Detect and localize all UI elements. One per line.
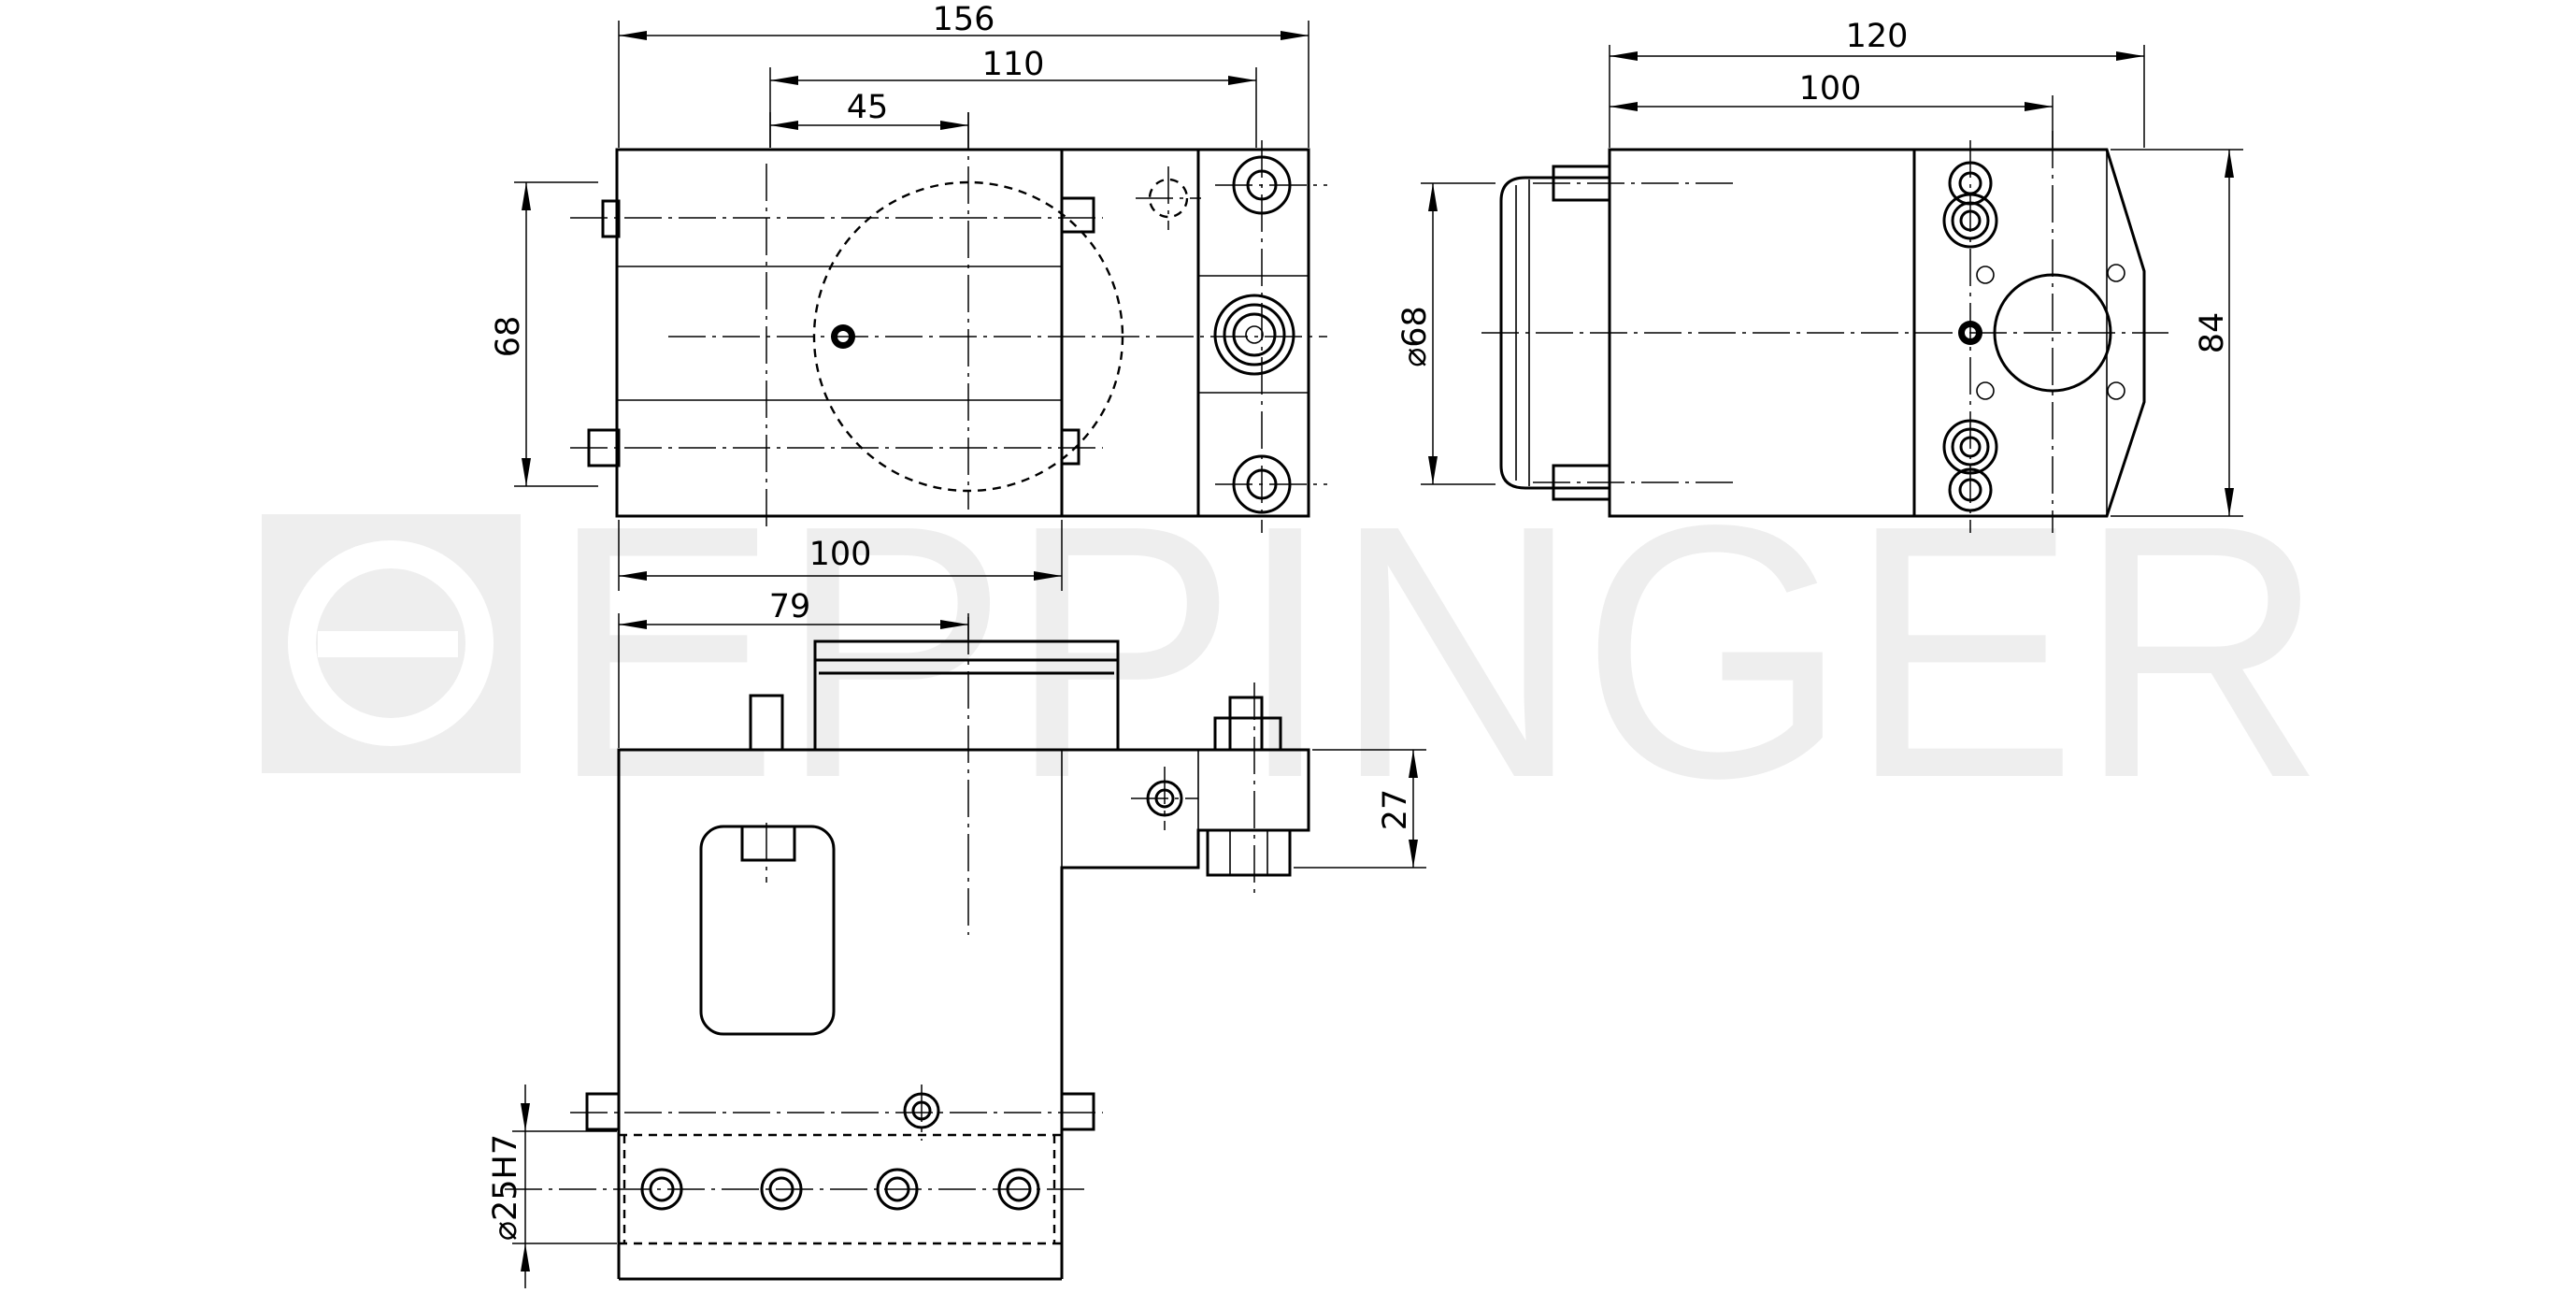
dim-84-label: 84 — [2194, 312, 2231, 354]
dim-45-label: 45 — [847, 89, 889, 126]
watermark-logo-ring — [288, 540, 494, 746]
spindle-head — [813, 639, 1120, 752]
front-pin-lower-right — [1060, 1092, 1095, 1131]
dim-79: 79 — [618, 588, 969, 748]
side-small-hole-1 — [1976, 266, 1995, 284]
dim-110: 110 — [769, 46, 1257, 148]
dim-156: 156 — [618, 1, 1309, 148]
pin-left-top — [601, 199, 621, 238]
dim-110-label: 110 — [982, 46, 1045, 83]
dim-45: 45 — [769, 89, 969, 148]
front-nut — [1206, 828, 1292, 877]
side-view: 120 100 ⌀68 84 — [1396, 18, 2243, 533]
top-view: 156 110 45 68 — [490, 1, 1327, 591]
dim-68: 68 — [490, 181, 598, 487]
dim-120-label: 120 — [1846, 18, 1909, 55]
front-window — [699, 825, 836, 1036]
pin-right-bottom — [1060, 428, 1080, 466]
dim-68-label: 68 — [490, 316, 527, 358]
hidden-small-hole — [1148, 178, 1189, 219]
dim-79-label: 79 — [769, 588, 811, 625]
front-window-key — [740, 825, 796, 862]
dim-156-label: 156 — [933, 1, 995, 38]
dim-27-label: 27 — [1377, 789, 1414, 831]
dim-bore-25h7-label: ⌀25H7 — [487, 1134, 524, 1241]
dim-27: 27 — [1294, 749, 1426, 869]
coupling-center — [1213, 294, 1295, 376]
dim-diameter-68: ⌀68 — [1396, 182, 1496, 485]
side-small-hole-3 — [2107, 264, 2125, 282]
dim-120: 120 — [1609, 18, 2145, 148]
dim-diameter-68-label: ⌀68 — [1396, 306, 1434, 367]
front-pin-left — [749, 694, 784, 752]
dim-100-top: 100 — [618, 520, 1063, 591]
front-pin-right-collar — [1213, 716, 1282, 752]
pin-right-top — [1060, 196, 1095, 234]
watermark-logo-bar — [318, 631, 458, 657]
top-view-body — [615, 148, 1310, 518]
watermark: EPPINGER — [262, 450, 2326, 853]
dim-bore-25h7: ⌀25H7 — [487, 1085, 617, 1288]
front-pin-lower-left — [585, 1092, 621, 1131]
dim-100-side-label: 100 — [1799, 70, 1862, 108]
dim-84: 84 — [2111, 149, 2243, 517]
dim-100-top-label: 100 — [809, 536, 872, 573]
side-small-hole-4 — [2107, 381, 2125, 400]
front-view: 79 27 ⌀25H7 — [487, 588, 1426, 1288]
side-view-flange — [1914, 148, 2146, 518]
side-small-hole-2 — [1976, 381, 1995, 400]
dim-100-side: 100 — [1610, 70, 2054, 148]
